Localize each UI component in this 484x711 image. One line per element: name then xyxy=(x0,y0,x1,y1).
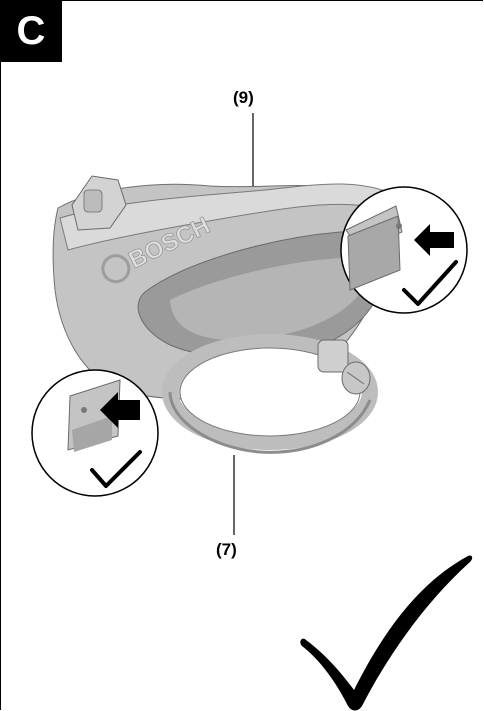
callout-guard: (9) xyxy=(233,88,254,107)
figure-badge: C xyxy=(0,0,62,62)
check-icon-large xyxy=(300,555,473,711)
clamp-screw xyxy=(317,339,371,395)
detail-circle-left xyxy=(31,369,159,497)
guard-inner-shadow xyxy=(170,258,367,341)
arrow-icon-left xyxy=(100,392,140,428)
check-icon-small-left xyxy=(90,450,142,488)
arrow-icon-right xyxy=(414,224,454,256)
detail-circle-right xyxy=(340,186,468,314)
check-icon-small-right xyxy=(402,260,458,306)
callout-clamp: (7) xyxy=(216,540,237,559)
